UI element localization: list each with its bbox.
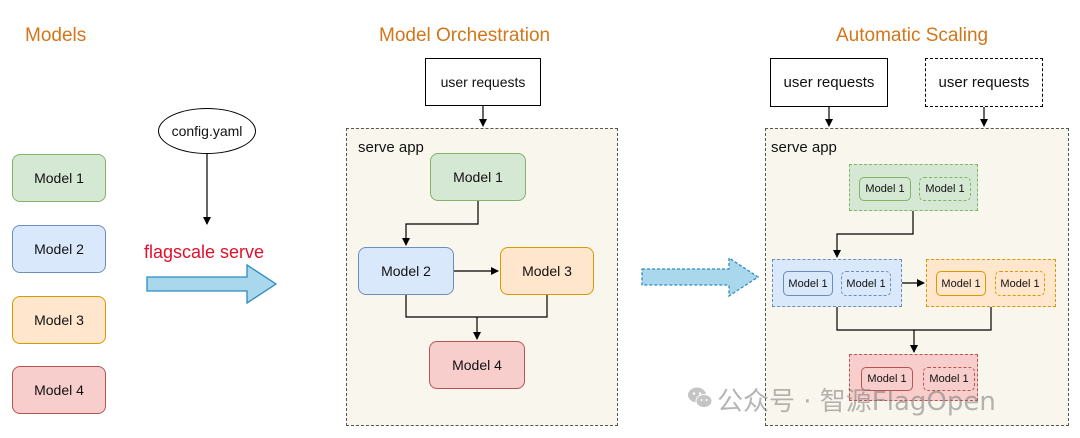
orchestration-title: Model Orchestration	[379, 25, 551, 46]
blue-replica-2: Model 1	[841, 271, 891, 296]
orch-model-2: Model 2	[358, 247, 454, 295]
scaling-user-requests-b: user requests	[925, 58, 1043, 107]
scale-merge-edge	[836, 307, 992, 331]
green-replica-1: Model 1	[859, 177, 911, 201]
scale-big-arrow	[641, 256, 760, 298]
flagscale-serve-label: flagscale serve	[144, 242, 265, 262]
scaling-serve-app-label: serve app	[771, 139, 837, 156]
orch-model-3: Model 3	[500, 247, 594, 295]
model-4-box: Model 4	[12, 366, 106, 414]
blue-replica-1: Model 1	[783, 271, 833, 296]
config-yaml-node: config.yaml	[158, 108, 256, 154]
orch-merge-edge	[405, 295, 548, 318]
model-3-box: Model 3	[12, 296, 106, 344]
model-2-box: Model 2	[12, 225, 106, 273]
orch-model-4: Model 4	[429, 341, 525, 389]
models-title: Models	[25, 25, 87, 46]
scaling-title: Automatic Scaling	[836, 25, 989, 46]
red-replica-1: Model 1	[861, 367, 913, 391]
scale-green-blue-edge	[833, 211, 914, 258]
orch-model-1: Model 1	[430, 153, 526, 201]
watermark-text: 公众号 · 智源FlagOpen	[717, 387, 996, 417]
wechat-icon	[686, 384, 714, 412]
red-replica-2: Model 1	[923, 367, 975, 391]
orchestration-serve-app-label: serve app	[358, 139, 424, 156]
orange-replica-2: Model 1	[995, 271, 1045, 296]
serve-big-arrow	[146, 263, 278, 305]
green-replica-2: Model 1	[919, 177, 971, 201]
orange-replica-1: Model 1	[936, 271, 986, 296]
orch-m1-m2-edge	[402, 201, 479, 246]
orchestration-user-requests: user requests	[425, 58, 541, 106]
model-1-box: Model 1	[12, 154, 106, 202]
scaling-user-requests-a: user requests	[770, 58, 888, 107]
